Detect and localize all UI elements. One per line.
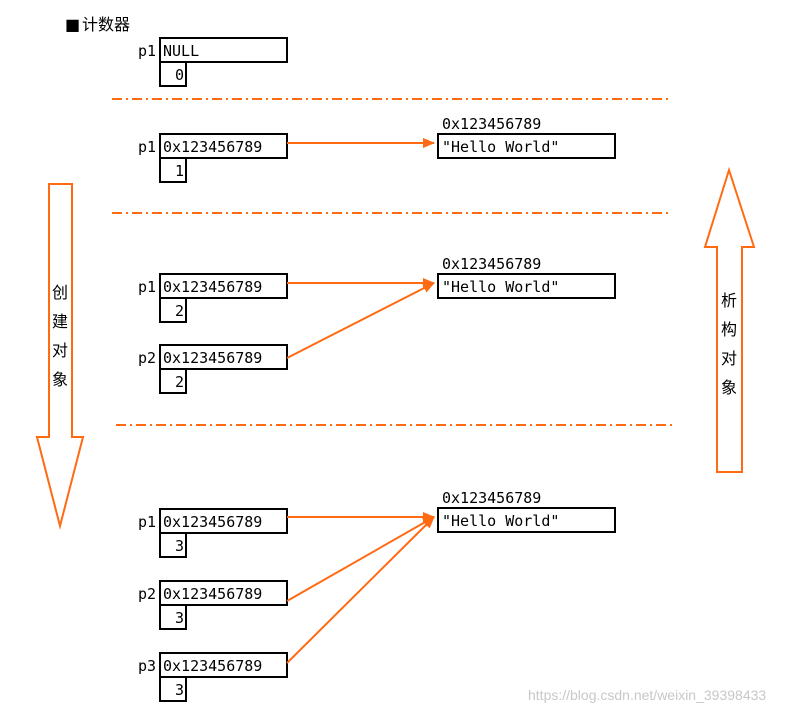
pointer-arrow <box>286 516 435 602</box>
object-address: 0x123456789 <box>442 489 541 507</box>
pointer-box <box>159 652 288 678</box>
destroy-label-char: 象 <box>721 378 737 397</box>
create-label-char: 建 <box>52 312 68 331</box>
counter-box <box>159 368 187 394</box>
pointer-value: NULL <box>163 42 199 60</box>
pointer-box <box>159 37 288 63</box>
watermark: https://blog.csdn.net/weixin_39398433 <box>528 687 766 703</box>
pointer-name: p1 <box>138 138 156 156</box>
destroy-label-char: 对 <box>721 349 737 368</box>
counter-box <box>159 297 187 323</box>
pointer-arrow <box>286 282 435 359</box>
object-address: 0x123456789 <box>442 255 541 273</box>
counter-value: 3 <box>175 609 184 627</box>
counter-box <box>159 676 187 702</box>
counter-value: 2 <box>175 373 184 391</box>
legend-square-icon: ■ <box>65 15 80 34</box>
pointer-name: p1 <box>138 42 156 60</box>
object-content: "Hello World" <box>442 512 559 530</box>
counter-box <box>159 604 187 630</box>
pointer-value: 0x123456789 <box>163 513 262 531</box>
counter-box <box>159 157 187 183</box>
pointer-name: p3 <box>138 657 156 675</box>
object-content: "Hello World" <box>442 278 559 296</box>
counter-box <box>159 61 187 87</box>
destroy-label-char: 构 <box>721 320 737 339</box>
create-label-char: 创 <box>52 283 68 302</box>
legend-title: 计数器 <box>82 15 130 34</box>
counter-value: 0 <box>175 66 184 84</box>
pointer-box <box>159 133 288 159</box>
create-object-arrow: 创 建 对 象 <box>35 183 85 530</box>
object-address: 0x123456789 <box>442 115 541 133</box>
pointer-value: 0x123456789 <box>163 138 262 156</box>
destroy-label-char: 析 <box>721 291 737 310</box>
counter-box <box>159 532 187 558</box>
stage-0: p1 NULL 0 <box>138 37 288 87</box>
pointer-box <box>159 273 288 299</box>
object-box <box>437 507 616 533</box>
pointer-name: p1 <box>138 513 156 531</box>
object-content: "Hello World" <box>442 138 559 156</box>
create-label-char: 象 <box>52 370 68 389</box>
counter-value: 1 <box>175 162 184 180</box>
pointer-name: p2 <box>138 585 156 603</box>
pointer-value: 0x123456789 <box>163 349 262 367</box>
pointer-value: 0x123456789 <box>163 657 262 675</box>
object-box <box>437 273 616 299</box>
stage-3: p1 0x123456789 3 p2 0x123456789 3 p3 0x1… <box>138 489 616 702</box>
counter-value: 3 <box>175 681 184 699</box>
pointer-value: 0x123456789 <box>163 585 262 603</box>
create-label-char: 对 <box>52 341 68 360</box>
down-arrow-icon <box>35 183 85 530</box>
pointer-box <box>159 580 288 606</box>
pointer-name: p1 <box>138 278 156 296</box>
pointer-box <box>159 508 288 534</box>
stage-2: p1 0x123456789 2 p2 0x123456789 2 0x1234… <box>138 255 616 394</box>
object-box <box>437 133 616 159</box>
pointer-name: p2 <box>138 349 156 367</box>
pointer-arrow <box>286 516 435 664</box>
destroy-object-arrow: 析 构 对 象 <box>703 166 756 473</box>
counter-value: 2 <box>175 302 184 320</box>
stage-1: p1 0x123456789 1 0x123456789 "Hello Worl… <box>138 115 616 183</box>
counter-value: 3 <box>175 537 184 555</box>
up-arrow-icon <box>703 166 756 473</box>
pointer-value: 0x123456789 <box>163 278 262 296</box>
